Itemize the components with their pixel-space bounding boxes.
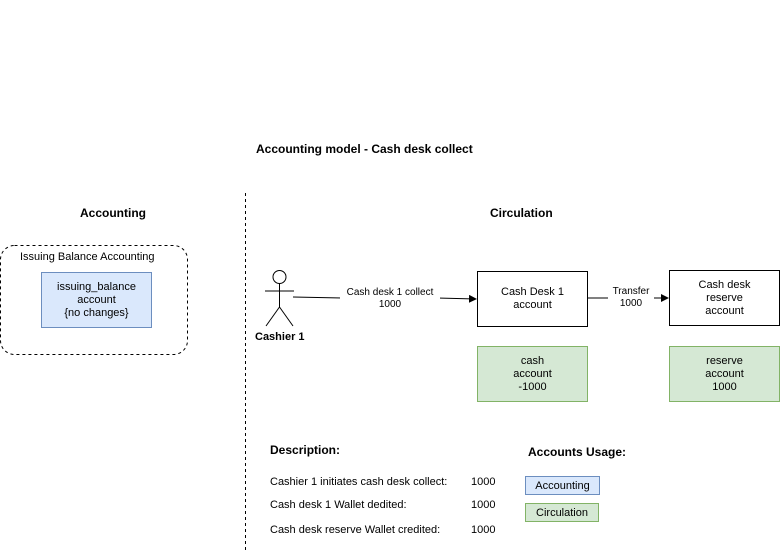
description-value: 1000 (471, 524, 496, 536)
node-line: account (705, 304, 744, 317)
section-circulation: Circulation (490, 206, 553, 220)
reserve-account-node[interactable]: reserve account 1000 (669, 346, 780, 402)
description-value: 1000 (471, 476, 496, 488)
description-text: Cash desk 1 Wallet dedited: (270, 499, 407, 511)
legend-circulation: Circulation (525, 503, 599, 522)
legend-heading: Accounts Usage: (528, 445, 627, 459)
node-line: 1000 (712, 380, 737, 393)
legend-accounting: Accounting (525, 476, 600, 495)
node-line: account (513, 299, 552, 311)
edge-label-line: 1000 (378, 299, 402, 310)
node-line: reserve (706, 291, 743, 304)
issuing-group-label: Issuing Balance Accounting (20, 251, 155, 263)
cash-desk-reserve-account-node[interactable]: Cash desk reserve account (669, 270, 780, 326)
description-value: 1000 (471, 499, 496, 511)
description-text: Cashier 1 initiates cash desk collect: (270, 476, 448, 488)
section-accounting: Accounting (80, 206, 146, 220)
cash-account-node[interactable]: cash account -1000 (477, 346, 588, 402)
edge-label-line: Transfer (612, 286, 650, 297)
node-line: account (705, 367, 744, 380)
cashier-actor-figure (265, 270, 294, 327)
node-line: issuing_balance (57, 280, 136, 293)
edge-label-line: 1000 (619, 298, 643, 309)
collect-arrow (292, 297, 476, 299)
issuing-group-border (0, 245, 188, 355)
collect-edge-label: Cash desk 1 collect 1000 (340, 287, 440, 311)
cash-desk-1-account-node[interactable]: Cash Desk 1 account (477, 271, 588, 327)
cashier-actor-label: Cashier 1 (255, 331, 305, 343)
node-line: account (77, 293, 116, 306)
diagram-title: Accounting model - Cash desk collect (256, 142, 473, 156)
description-heading: Description: (270, 443, 341, 457)
node-line: -1000 (518, 380, 547, 393)
node-line: reserve (706, 354, 743, 367)
description-row: Cash desk reserve Wallet credited: (270, 524, 440, 536)
node-line: Cash desk (698, 278, 751, 291)
node-line: Cash Desk 1 (501, 286, 564, 298)
node-line: {no changes} (64, 306, 129, 319)
transfer-edge-label: Transfer 1000 (608, 286, 654, 310)
description-row: Cashier 1 initiates cash desk collect: (270, 476, 447, 488)
node-line: cash (520, 354, 545, 367)
node-line: account (513, 367, 552, 380)
description-text: Cash desk reserve Wallet credited: (270, 524, 441, 536)
description-row: Cash desk 1 Wallet dedited: (270, 499, 407, 511)
issuing-balance-account-node[interactable]: issuing_balance account {no changes} (41, 272, 152, 328)
edge-label-line: Cash desk 1 collect (346, 287, 434, 298)
